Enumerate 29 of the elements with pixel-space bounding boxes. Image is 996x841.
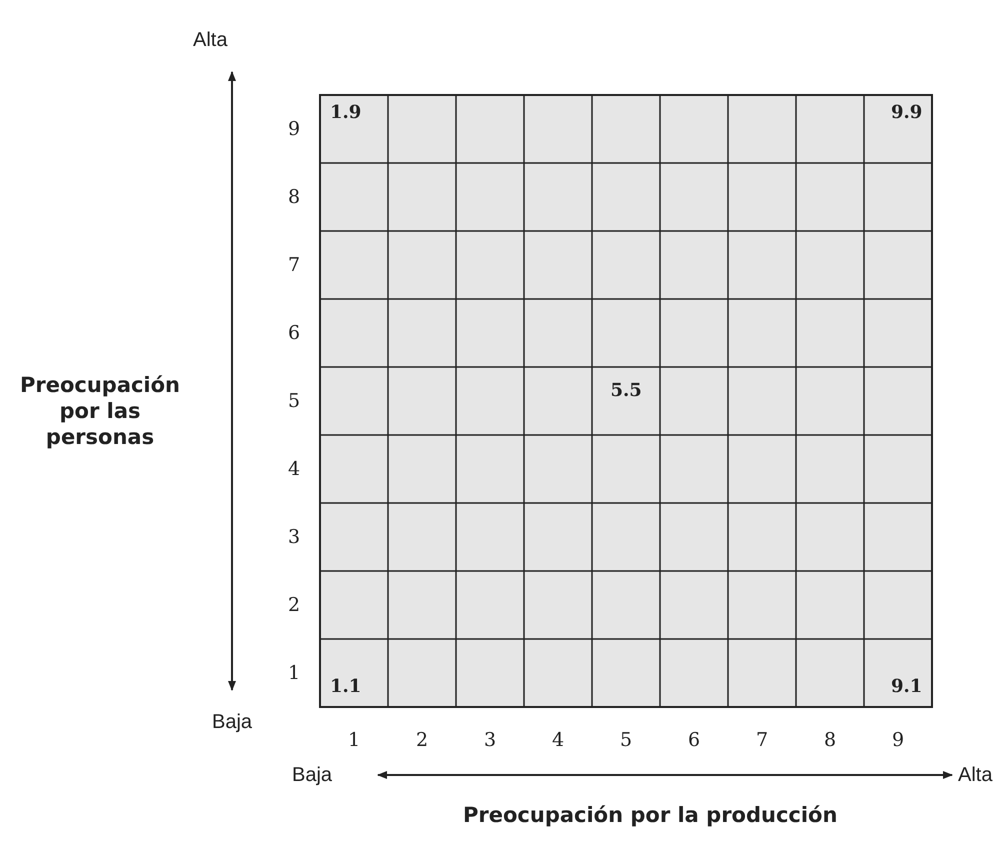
axis-tick-label: 3: [484, 729, 496, 751]
axis-end-label: Alta: [193, 29, 228, 51]
axis-tick-label: 4: [288, 458, 300, 480]
axis-tick-label: 9: [288, 118, 300, 140]
axis-end-label: Baja: [292, 764, 332, 786]
cell-value: 9.9: [891, 102, 922, 124]
cell-value: 5.5: [610, 380, 642, 402]
axis-title: Preocupación por las personas: [18, 372, 182, 450]
axis-tick-label: 8: [824, 729, 836, 751]
axis-tick-label: 6: [688, 729, 700, 751]
axis-end-label: Alta: [958, 764, 992, 786]
axis-title: Preocupación por la producción: [463, 802, 838, 828]
axis-tick-label: 7: [288, 254, 300, 276]
axis-tick-label: 4: [552, 729, 564, 751]
axis-tick-label: 7: [756, 729, 768, 751]
axis-tick-label: 3: [288, 526, 300, 548]
axis-tick-label: 2: [416, 729, 428, 751]
axis-tick-label: 8: [288, 186, 300, 208]
axis-tick-label: 6: [288, 322, 300, 344]
axis-tick-label: 2: [288, 594, 300, 616]
axis-tick-label: 1: [288, 662, 300, 684]
axis-tick-label: 9: [892, 729, 904, 751]
axis-tick-label: 5: [620, 729, 632, 751]
cell-value: 9.1: [891, 676, 922, 698]
axis-tick-label: 1: [348, 729, 360, 751]
cell-value: 1.1: [330, 676, 362, 698]
axis-end-label: Baja: [212, 711, 252, 733]
cell-value: 1.9: [330, 102, 362, 124]
axis-tick-label: 5: [288, 390, 300, 412]
